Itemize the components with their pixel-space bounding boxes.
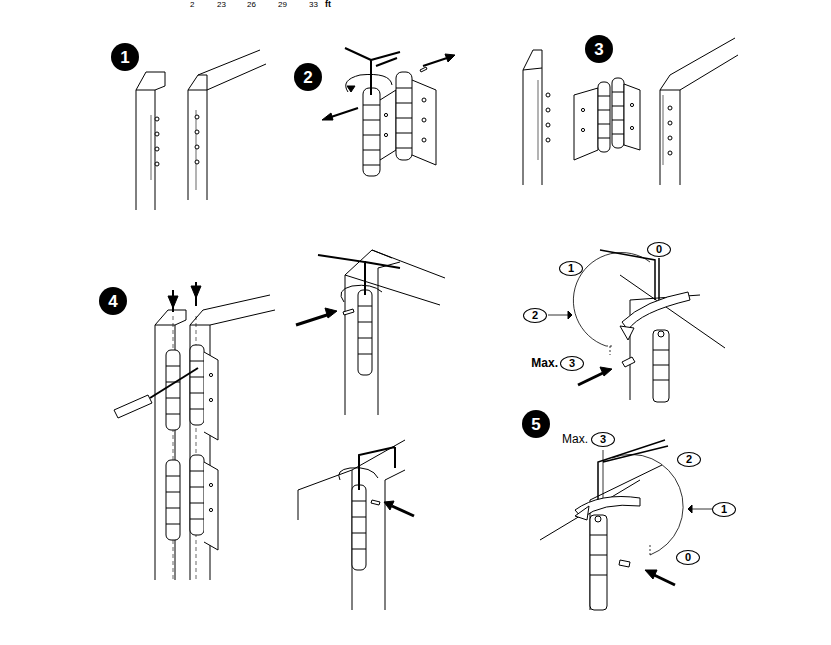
middle-upper-detail [296,250,445,415]
adjust-detail-upper [548,250,725,402]
panel-2-hinge [322,48,455,176]
callout-text: 5 [531,416,540,433]
callout-text: 0 [656,244,662,255]
callout-number: 0 [676,550,700,565]
callout-text: 2 [303,69,312,86]
panel-3-frame [523,38,738,185]
callout-text: 3 [600,434,606,445]
callout-number: 1 [559,261,583,276]
panel-4-frame [114,282,275,580]
callout-text: 0 [685,552,691,563]
callout-text: 2 [532,310,538,321]
callout-text: 3 [594,41,603,58]
step-number: 3 [585,35,613,63]
callout-number: 2 [523,308,547,323]
callout-text: 3 [569,358,575,369]
callout-text: 1 [721,504,727,515]
label-text: Max. [562,433,588,445]
callout-number: 1 [712,502,736,517]
label-text: 2 [190,1,194,9]
callout-number: 3 [560,356,584,371]
label-text: 29 [278,1,287,9]
callout-text: 1 [568,263,574,274]
callout-number: 3 [591,432,615,447]
step-number: 4 [99,287,127,315]
step-number: 1 [111,43,139,71]
label-text: 33 [309,1,318,9]
callout-number: 0 [647,242,671,257]
middle-lower-detail [298,440,414,610]
label-text: 26 [247,1,256,9]
label-text: Max. [531,357,558,369]
label-text: ft [325,0,331,9]
step-number: 2 [294,63,322,91]
callout-number: 2 [677,452,701,467]
step-number: 5 [522,410,550,438]
adjust-detail-lower [540,440,712,610]
callout-text: 2 [686,454,692,465]
panel-1-frame [136,50,266,210]
callout-text: 4 [108,293,117,310]
callout-text: 1 [120,49,129,66]
label-text: 23 [217,1,226,9]
